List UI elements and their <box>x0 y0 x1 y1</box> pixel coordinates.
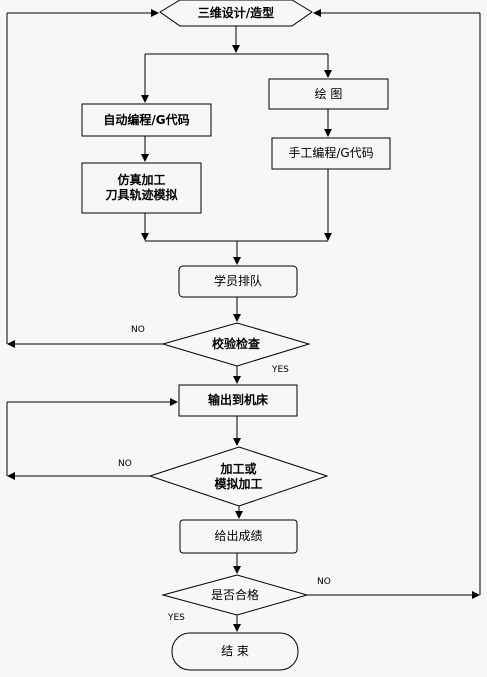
manual-program-box-shape <box>271 137 391 170</box>
manual-program-node: 手工编程/G代码 <box>288 146 374 160</box>
drawing-node: 绘 图 <box>314 86 343 101</box>
score-box-shape <box>179 519 298 554</box>
auto-program-node: 自动编程/G代码 <box>103 112 190 127</box>
design-node: 三维设计/造型 <box>197 5 275 20</box>
verify-no-label: NO <box>131 325 145 335</box>
process-node: 加工或 模拟加工 <box>214 461 263 491</box>
verify-node: 校验检查 <box>211 337 260 351</box>
queue-box-shape <box>178 265 298 298</box>
simulation-box-shape <box>81 162 202 214</box>
pass-no-label: NO <box>317 577 331 587</box>
verify-yes-label: YES <box>272 365 289 375</box>
pass-yes-label: YES <box>168 613 185 623</box>
verify-diamond-shape <box>161 322 311 367</box>
pass-node: 是否合格 <box>210 587 259 602</box>
output-box-shape <box>178 384 298 417</box>
process-no-label: NO <box>118 459 132 469</box>
simulation-node: 仿真加工 刀具轨迹模拟 <box>105 173 178 202</box>
score-node: 给出成绩 <box>214 529 263 543</box>
end-terminal-shape <box>171 632 299 671</box>
output-node: 输出到机床 <box>207 393 268 407</box>
process-diamond-shape <box>148 446 329 507</box>
end-node: 结 束 <box>221 644 249 658</box>
queue-node: 学员排队 <box>213 274 262 288</box>
auto-program-box-shape <box>81 103 212 137</box>
design-hexagon-shape <box>159 0 313 27</box>
